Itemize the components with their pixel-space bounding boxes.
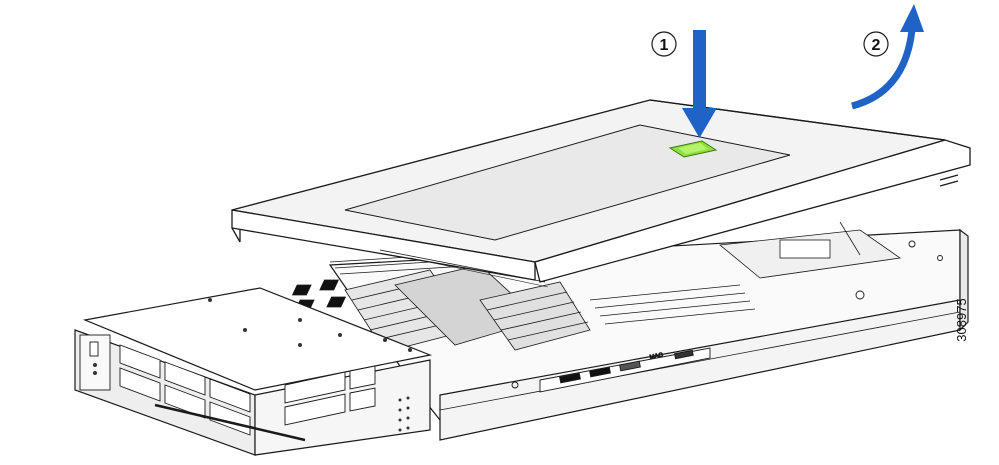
release-button bbox=[668, 140, 718, 158]
front-control-panel bbox=[79, 334, 111, 391]
curved-up-arrow-icon bbox=[851, 4, 924, 110]
bezel-vents bbox=[208, 298, 412, 352]
callout-2-number: 2 bbox=[872, 37, 881, 54]
side-label-strip: MAC bbox=[511, 240, 943, 393]
motherboard-components bbox=[291, 221, 902, 353]
figure-id: 308975 bbox=[954, 298, 969, 341]
side-vent-grid bbox=[398, 396, 410, 432]
mac-label: MAC bbox=[649, 352, 664, 361]
down-arrow-icon bbox=[682, 30, 717, 138]
callout-1-number: 1 bbox=[660, 37, 669, 54]
drive-bays bbox=[119, 344, 376, 436]
front-bezel bbox=[74, 287, 433, 456]
callout-2: 2 bbox=[863, 31, 889, 57]
top-cover bbox=[231, 99, 971, 288]
heatsink-right bbox=[479, 281, 591, 351]
internal-bracket bbox=[719, 221, 902, 279]
callout-1: 1 bbox=[651, 31, 677, 57]
